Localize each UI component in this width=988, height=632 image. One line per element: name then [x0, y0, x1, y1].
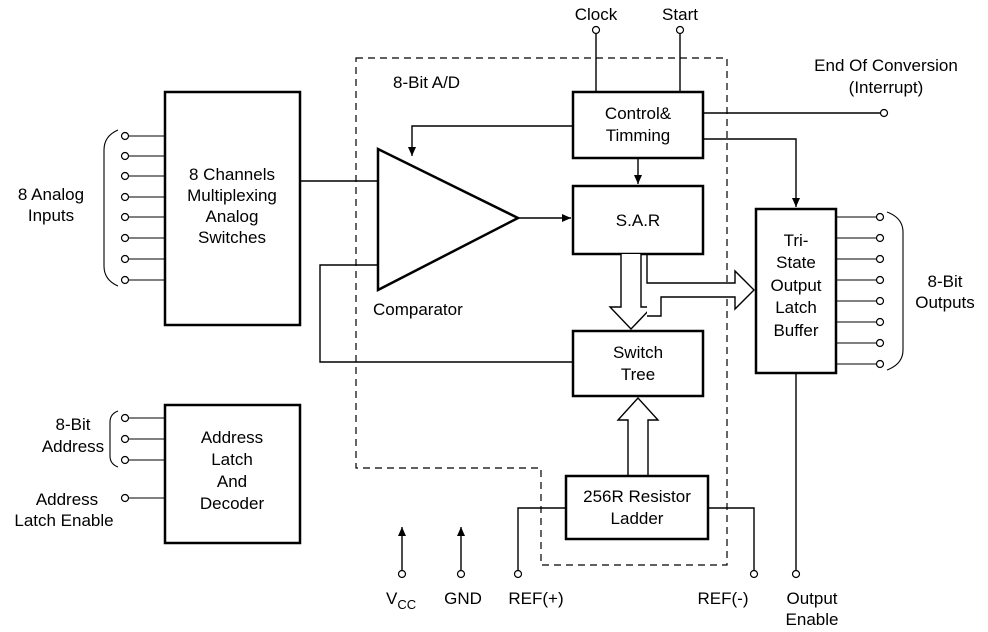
control-to-latch-arrow: [703, 138, 800, 207]
sar-label: S.A.R: [616, 211, 660, 230]
address-pins: [109, 410, 165, 503]
sar-block: S.A.R: [571, 184, 705, 256]
control-to-comparator-arrow: [408, 125, 573, 156]
ref-minus-pin: [749, 569, 759, 579]
switch-tree-feedback-wire: [319, 264, 573, 363]
ref-plus-pin: [513, 569, 523, 579]
clock-label: Clock: [575, 5, 618, 24]
bit-outputs-label-1: 8-Bit: [928, 272, 963, 291]
switch-tree-line-1: Switch: [613, 343, 663, 362]
mux-line-2: Multiplexing: [187, 186, 277, 205]
comparator-label: Comparator: [373, 300, 463, 319]
clock-start-pins: [591, 25, 685, 92]
output-enable-label-2: Enable: [786, 610, 839, 629]
ale-label-1: Address: [36, 490, 98, 509]
vcc-label: VCC: [386, 589, 416, 612]
comparator-triangle: [376, 146, 521, 293]
eoc-label-1: End Of Conversion: [814, 56, 958, 75]
analog-inputs-label-2: Inputs: [28, 206, 74, 225]
latch-line-3: Output: [770, 276, 821, 295]
sar-to-latch-bus: [646, 254, 755, 317]
control-timing-block: Control& Timming: [571, 90, 705, 160]
ref-minus-wire: [708, 507, 755, 570]
bit-address-label-1: 8-Bit: [56, 415, 91, 434]
sar-to-switch-tree-bus: [608, 254, 654, 331]
eoc-label-2: (Interrupt): [849, 78, 924, 97]
switch-tree-line-2: Tree: [621, 365, 655, 384]
ref-plus-label: REF(+): [508, 589, 563, 608]
mux-line-4: Switches: [198, 228, 266, 247]
control-line-2: Timming: [606, 126, 671, 145]
address-latch-line-1: Address: [201, 428, 263, 447]
mux-line-3: Analog: [206, 207, 259, 226]
latch-line-4: Latch: [775, 298, 817, 317]
output-pins: [836, 211, 904, 371]
output-latch-block: Tri- State Output Latch Buffer: [754, 207, 838, 375]
latch-line-5: Buffer: [773, 321, 818, 340]
ale-label-2: Latch Enable: [14, 511, 113, 530]
ref-plus-wire: [517, 507, 566, 570]
address-latch-line-4: Decoder: [200, 494, 265, 513]
bit-outputs-label-2: Outputs: [915, 293, 975, 312]
latch-line-2: State: [776, 253, 816, 272]
start-label: Start: [662, 5, 698, 24]
eoc-pin: [879, 108, 889, 118]
mux-block: 8 Channels Multiplexing Analog Switches: [163, 90, 302, 327]
address-latch-line-2: Latch: [211, 450, 253, 469]
address-latch-block: Address Latch And Decoder: [163, 403, 302, 545]
adc-region-label: 8-Bit A/D: [393, 73, 460, 92]
gnd-label: GND: [444, 589, 482, 608]
address-latch-line-3: And: [217, 472, 247, 491]
control-line-1: Control&: [605, 104, 672, 123]
ladder-line-1: 256R Resistor: [583, 487, 691, 506]
output-enable-pin: [791, 569, 801, 579]
mux-line-1: 8 Channels: [189, 165, 275, 184]
ref-minus-label: REF(-): [698, 589, 749, 608]
output-enable-label-1: Output: [786, 589, 837, 608]
ladder-line-2: Ladder: [611, 509, 664, 528]
ladder-to-switch-tree-bus: [616, 396, 660, 475]
analog-inputs-label-1: 8 Analog: [18, 185, 84, 204]
bit-address-label-2: Address: [42, 437, 104, 456]
adc-dashed-boundary: [355, 57, 728, 566]
vcc-pin: [397, 569, 407, 579]
resistor-ladder-block: 256R Resistor Ladder: [564, 474, 710, 541]
analog-input-pins: [103, 129, 165, 287]
switch-tree-block: Switch Tree: [571, 329, 705, 398]
latch-line-1: Tri-: [784, 231, 809, 250]
gnd-pin: [456, 569, 466, 579]
